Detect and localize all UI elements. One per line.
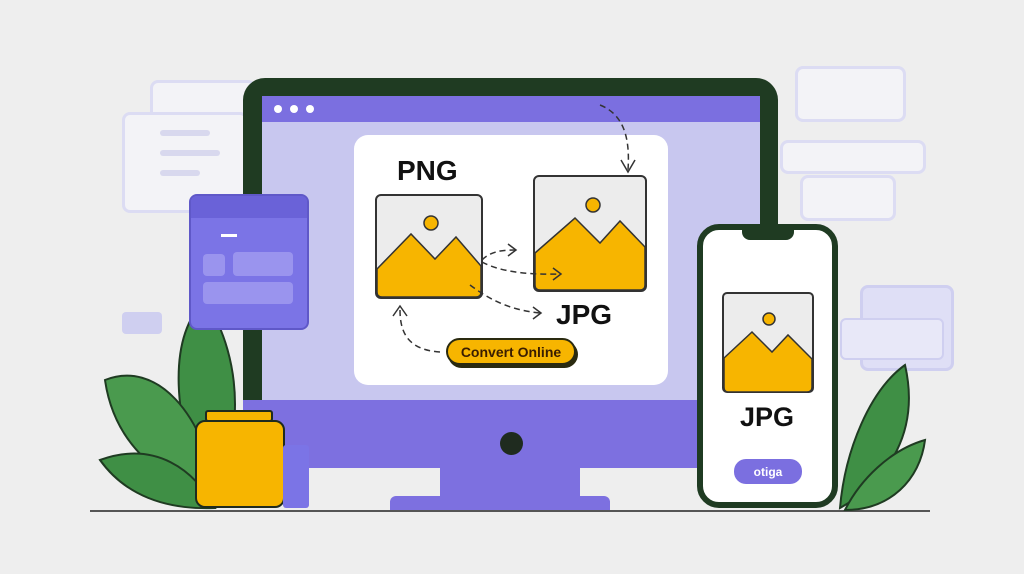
panel-header (191, 196, 307, 218)
conversion-arrows-icon (392, 104, 636, 353)
background-window-card (122, 112, 248, 213)
background-window-card (800, 175, 896, 221)
jar-base (283, 445, 309, 508)
panel-line (221, 234, 237, 237)
ground-line (90, 510, 930, 512)
panel-field[interactable] (233, 252, 293, 276)
monitor-stand-base (390, 496, 610, 510)
background-window-card (780, 140, 926, 174)
background-plug-icon (122, 312, 162, 334)
yellow-jar (195, 420, 285, 508)
background-line (160, 130, 210, 136)
window-dot[interactable] (274, 105, 282, 113)
target-format-label: JPG (556, 299, 613, 330)
background-window-card (795, 66, 906, 122)
jpg-image-icon (533, 175, 647, 292)
background-widget (840, 318, 944, 360)
panel-toggle[interactable] (203, 254, 225, 276)
monitor-stand (440, 468, 580, 498)
phone-notch (742, 228, 794, 240)
source-format-label: PNG (397, 155, 458, 186)
background-line (160, 170, 200, 176)
leaves-right-icon (838, 363, 927, 512)
floating-settings-panel (189, 194, 309, 330)
window-dot[interactable] (306, 105, 314, 113)
background-line (160, 150, 220, 156)
convert-online-button[interactable]: Convert Online (446, 338, 576, 365)
browser-titlebar (262, 96, 760, 122)
monitor-power-button (500, 432, 523, 455)
png-image-icon (375, 194, 483, 299)
phone-action-button[interactable]: otiga (734, 459, 802, 484)
window-dot[interactable] (290, 105, 298, 113)
phone-format-label: JPG (740, 402, 795, 432)
phone-jpg-image-icon (722, 292, 814, 393)
panel-field[interactable] (203, 282, 293, 304)
